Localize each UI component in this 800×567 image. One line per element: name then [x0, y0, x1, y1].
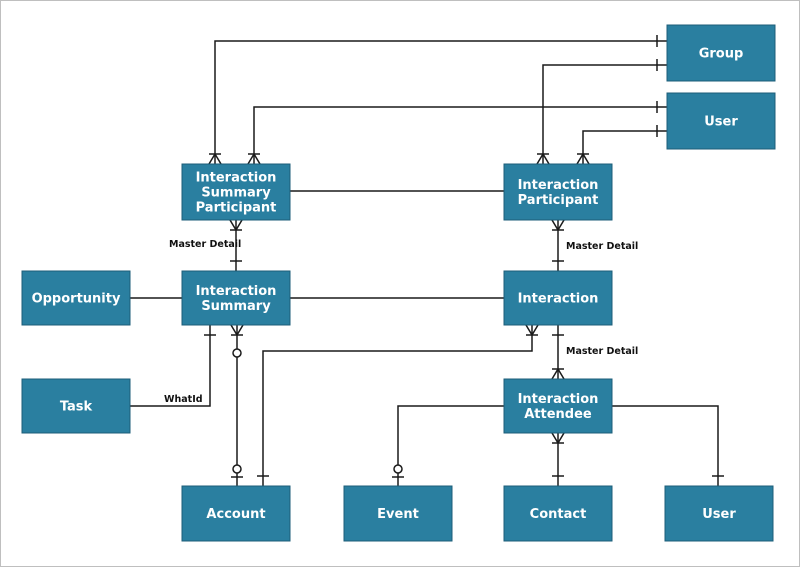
entity-contact: Contact [503, 485, 613, 542]
ip-group-many-marker [536, 153, 550, 165]
edge-task-is [130, 325, 211, 407]
entity-label: Interaction [518, 292, 599, 307]
edge-user-attendee [612, 405, 719, 486]
interaction-account-many-marker [525, 324, 539, 336]
is-account-zero-zero-marker [232, 348, 242, 358]
ip-interaction-many-marker [551, 219, 565, 231]
entity-box [503, 270, 613, 326]
entity-label: Account [206, 507, 265, 522]
entity-interaction: Interaction [503, 270, 613, 326]
entity-box [181, 163, 291, 221]
isp-group-many-marker [208, 153, 222, 165]
entity-label: Interaction [196, 284, 277, 299]
entity-label: Task [60, 400, 93, 415]
entity-group: Group [666, 24, 776, 82]
entity-label: Interaction [518, 178, 599, 193]
entity-account: Account [181, 485, 291, 542]
event-attendee-zero-one-marker [392, 464, 404, 478]
entity-box [21, 378, 131, 434]
entity-opportunity: Opportunity [21, 270, 131, 326]
label-task-is-whatid: WhatId [164, 394, 203, 405]
attendee-contact-many-marker [551, 432, 565, 444]
isp-is-many-marker [229, 219, 243, 231]
edge-event-attendee [397, 405, 504, 486]
edge-group-ip [542, 64, 667, 164]
edge-account-interaction [262, 325, 533, 486]
entity-label: Attendee [524, 407, 592, 422]
entity-label: Group [699, 47, 744, 62]
is-account-many-marker [230, 324, 244, 336]
entity-box [664, 485, 774, 542]
entity-box [181, 270, 291, 326]
entity-label: Opportunity [32, 292, 121, 307]
entity-event: Event [343, 485, 453, 542]
label-isp-is-master-detail: Master Detail [169, 239, 241, 250]
isp-user-many-marker [247, 153, 261, 165]
entity-box [181, 485, 291, 542]
entity-user-top: User [666, 92, 776, 150]
entity-label: Event [377, 507, 419, 522]
entity-label: Participant [196, 201, 277, 216]
ip-user-many-marker [576, 153, 590, 165]
entity-label: Summary [201, 186, 271, 201]
account-is-zero-one-marker [231, 464, 243, 478]
entity-label: Contact [530, 507, 587, 522]
entity-label: Participant [518, 193, 599, 208]
entity-task: Task [21, 378, 131, 434]
entity-box [503, 163, 613, 221]
edge-user-isp [253, 106, 667, 164]
entity-box [503, 485, 613, 542]
entity-box [666, 24, 776, 82]
entity-box [666, 92, 776, 150]
entity-box [503, 378, 613, 434]
label-ip-interaction-master-detail: Master Detail [566, 241, 638, 252]
label-interaction-attendee-master-detail: Master Detail [566, 346, 638, 357]
entity-user-bottom: User [664, 485, 774, 542]
entity-label: User [702, 507, 736, 522]
entity-box [343, 485, 453, 542]
entity-label: Interaction [196, 171, 277, 186]
entity-label: Interaction [518, 392, 599, 407]
entity-box [21, 270, 131, 326]
edge-group-isp [214, 40, 667, 164]
entity-label: User [704, 115, 738, 130]
attendee-interaction-many-marker [551, 368, 565, 380]
entity-label: Summary [201, 299, 271, 314]
edge-user-ip [582, 130, 667, 164]
